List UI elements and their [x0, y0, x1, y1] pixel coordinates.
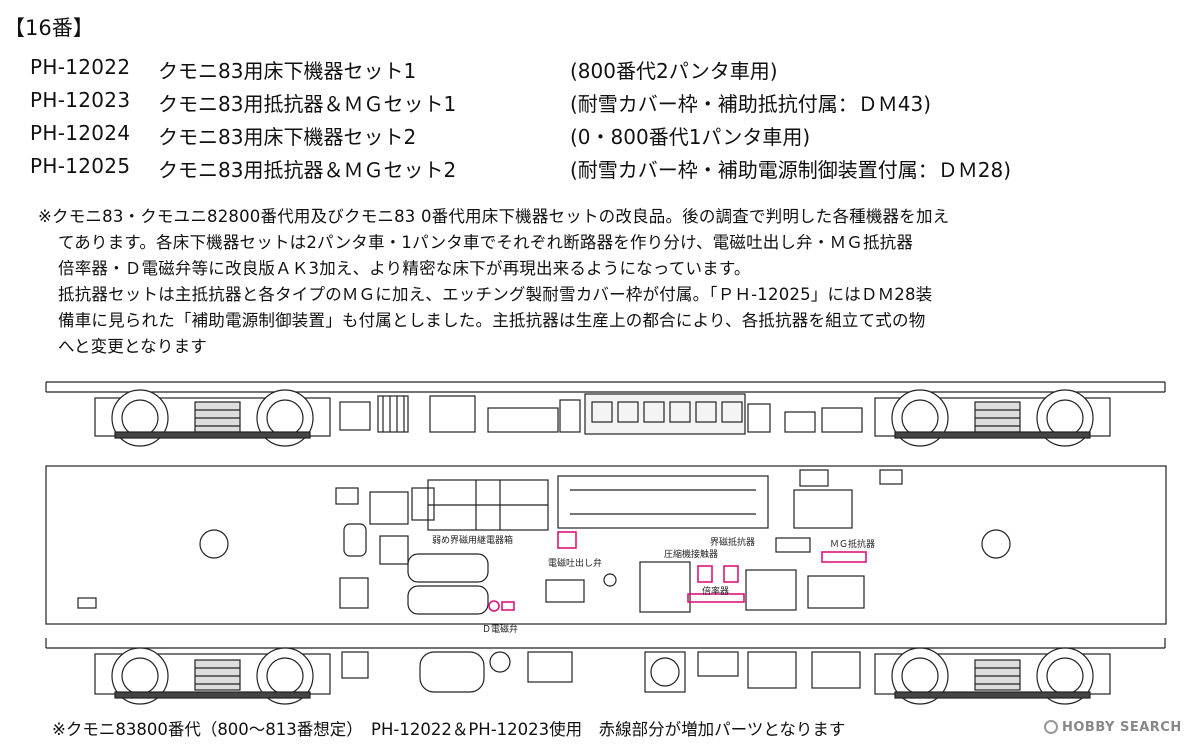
note-line: 倍率器・Ｄ電磁弁等に改良版ＡＫ3加え、より精密な床下が再現出来るようになっていま… — [58, 259, 751, 278]
product-name: クモニ83用床下機器セット2 — [158, 125, 417, 149]
label-mg-resistor: ＭＧ抵抗器 — [830, 538, 875, 550]
note-line: 抵抗器セットは主抵抗器と各タイプのＭＧに加え、エッチング製耐雪カバー枠が付属。「… — [58, 285, 933, 304]
bogie-right-bottom — [874, 647, 1111, 705]
label-compressor-contactor: 圧縮機接触器 — [664, 548, 718, 560]
bogie-center-left — [199, 529, 229, 559]
bogie-center-right — [981, 529, 1011, 559]
label-field-resistor: 界磁抵抗器 — [710, 536, 755, 548]
product-code: PH-12024 — [30, 121, 131, 145]
product-note: (0・800番代1パンタ車用) — [570, 125, 811, 149]
label-multiplier: 倍率器 — [702, 585, 729, 597]
product-code: PH-12023 — [30, 88, 131, 112]
equipment-side-bottom — [341, 651, 861, 693]
product-name: クモニ83用抵抗器＆ＭＧセット1 — [158, 92, 457, 116]
equipment-plan — [335, 469, 903, 615]
bogie-left-top — [94, 389, 331, 447]
label-d-valve: Ｄ電磁弁 — [482, 623, 518, 635]
product-note: (耐雪カバー枠・補助抵抗付属：ＤＭ43) — [570, 92, 932, 116]
bogie-left-bottom — [94, 647, 331, 705]
note-line: てあります。各床下機器セットは2パンタ車・1パンタ車でそれぞれ断路器を作り分け、… — [58, 233, 914, 252]
underframe-plan — [45, 465, 1167, 625]
figure-caption: ※クモニ83800番代（800〜813番想定） PH-12022＆PH-1202… — [52, 720, 846, 739]
page-heading: 【16番】 — [4, 16, 94, 40]
note-line: へと変更となります — [58, 337, 207, 356]
product-code: PH-12022 — [30, 55, 131, 79]
watermark-text: HOBBY SEARCH — [1062, 720, 1182, 735]
product-code: PH-12025 — [30, 154, 131, 178]
product-note: (800番代2パンタ車用) — [570, 59, 778, 83]
added-parts — [488, 531, 867, 612]
product-note: (耐雪カバー枠・補助電源制御装置付属：ＤＭ28) — [570, 158, 1012, 182]
product-name: クモニ83用床下機器セット1 — [158, 59, 417, 83]
watermark-logo: HOBBY SEARCH — [1044, 720, 1182, 735]
logo-icon — [1044, 720, 1058, 734]
note-line: ※クモニ83・クモユニ82800番代用及びクモニ83 0番代用床下機器セットの改… — [38, 207, 950, 226]
bogie-right-top — [874, 389, 1111, 447]
underfloor-diagram: 弱め界磁用継電器箱 電磁吐出し弁 圧縮機接触器 界磁抵抗器 ＭＧ抵抗器 倍率器 … — [45, 381, 1167, 705]
equipment-side-top — [339, 393, 863, 435]
label-relay-box: 弱め界磁用継電器箱 — [432, 534, 513, 546]
label-discharge-valve: 電磁吐出し弁 — [548, 557, 602, 569]
product-name: クモニ83用抵抗器＆ＭＧセット2 — [158, 158, 457, 182]
note-line: 備車に見られた「補助電源制御装置」も付属としました。主抵抗器は生産上の都合により… — [58, 311, 926, 330]
